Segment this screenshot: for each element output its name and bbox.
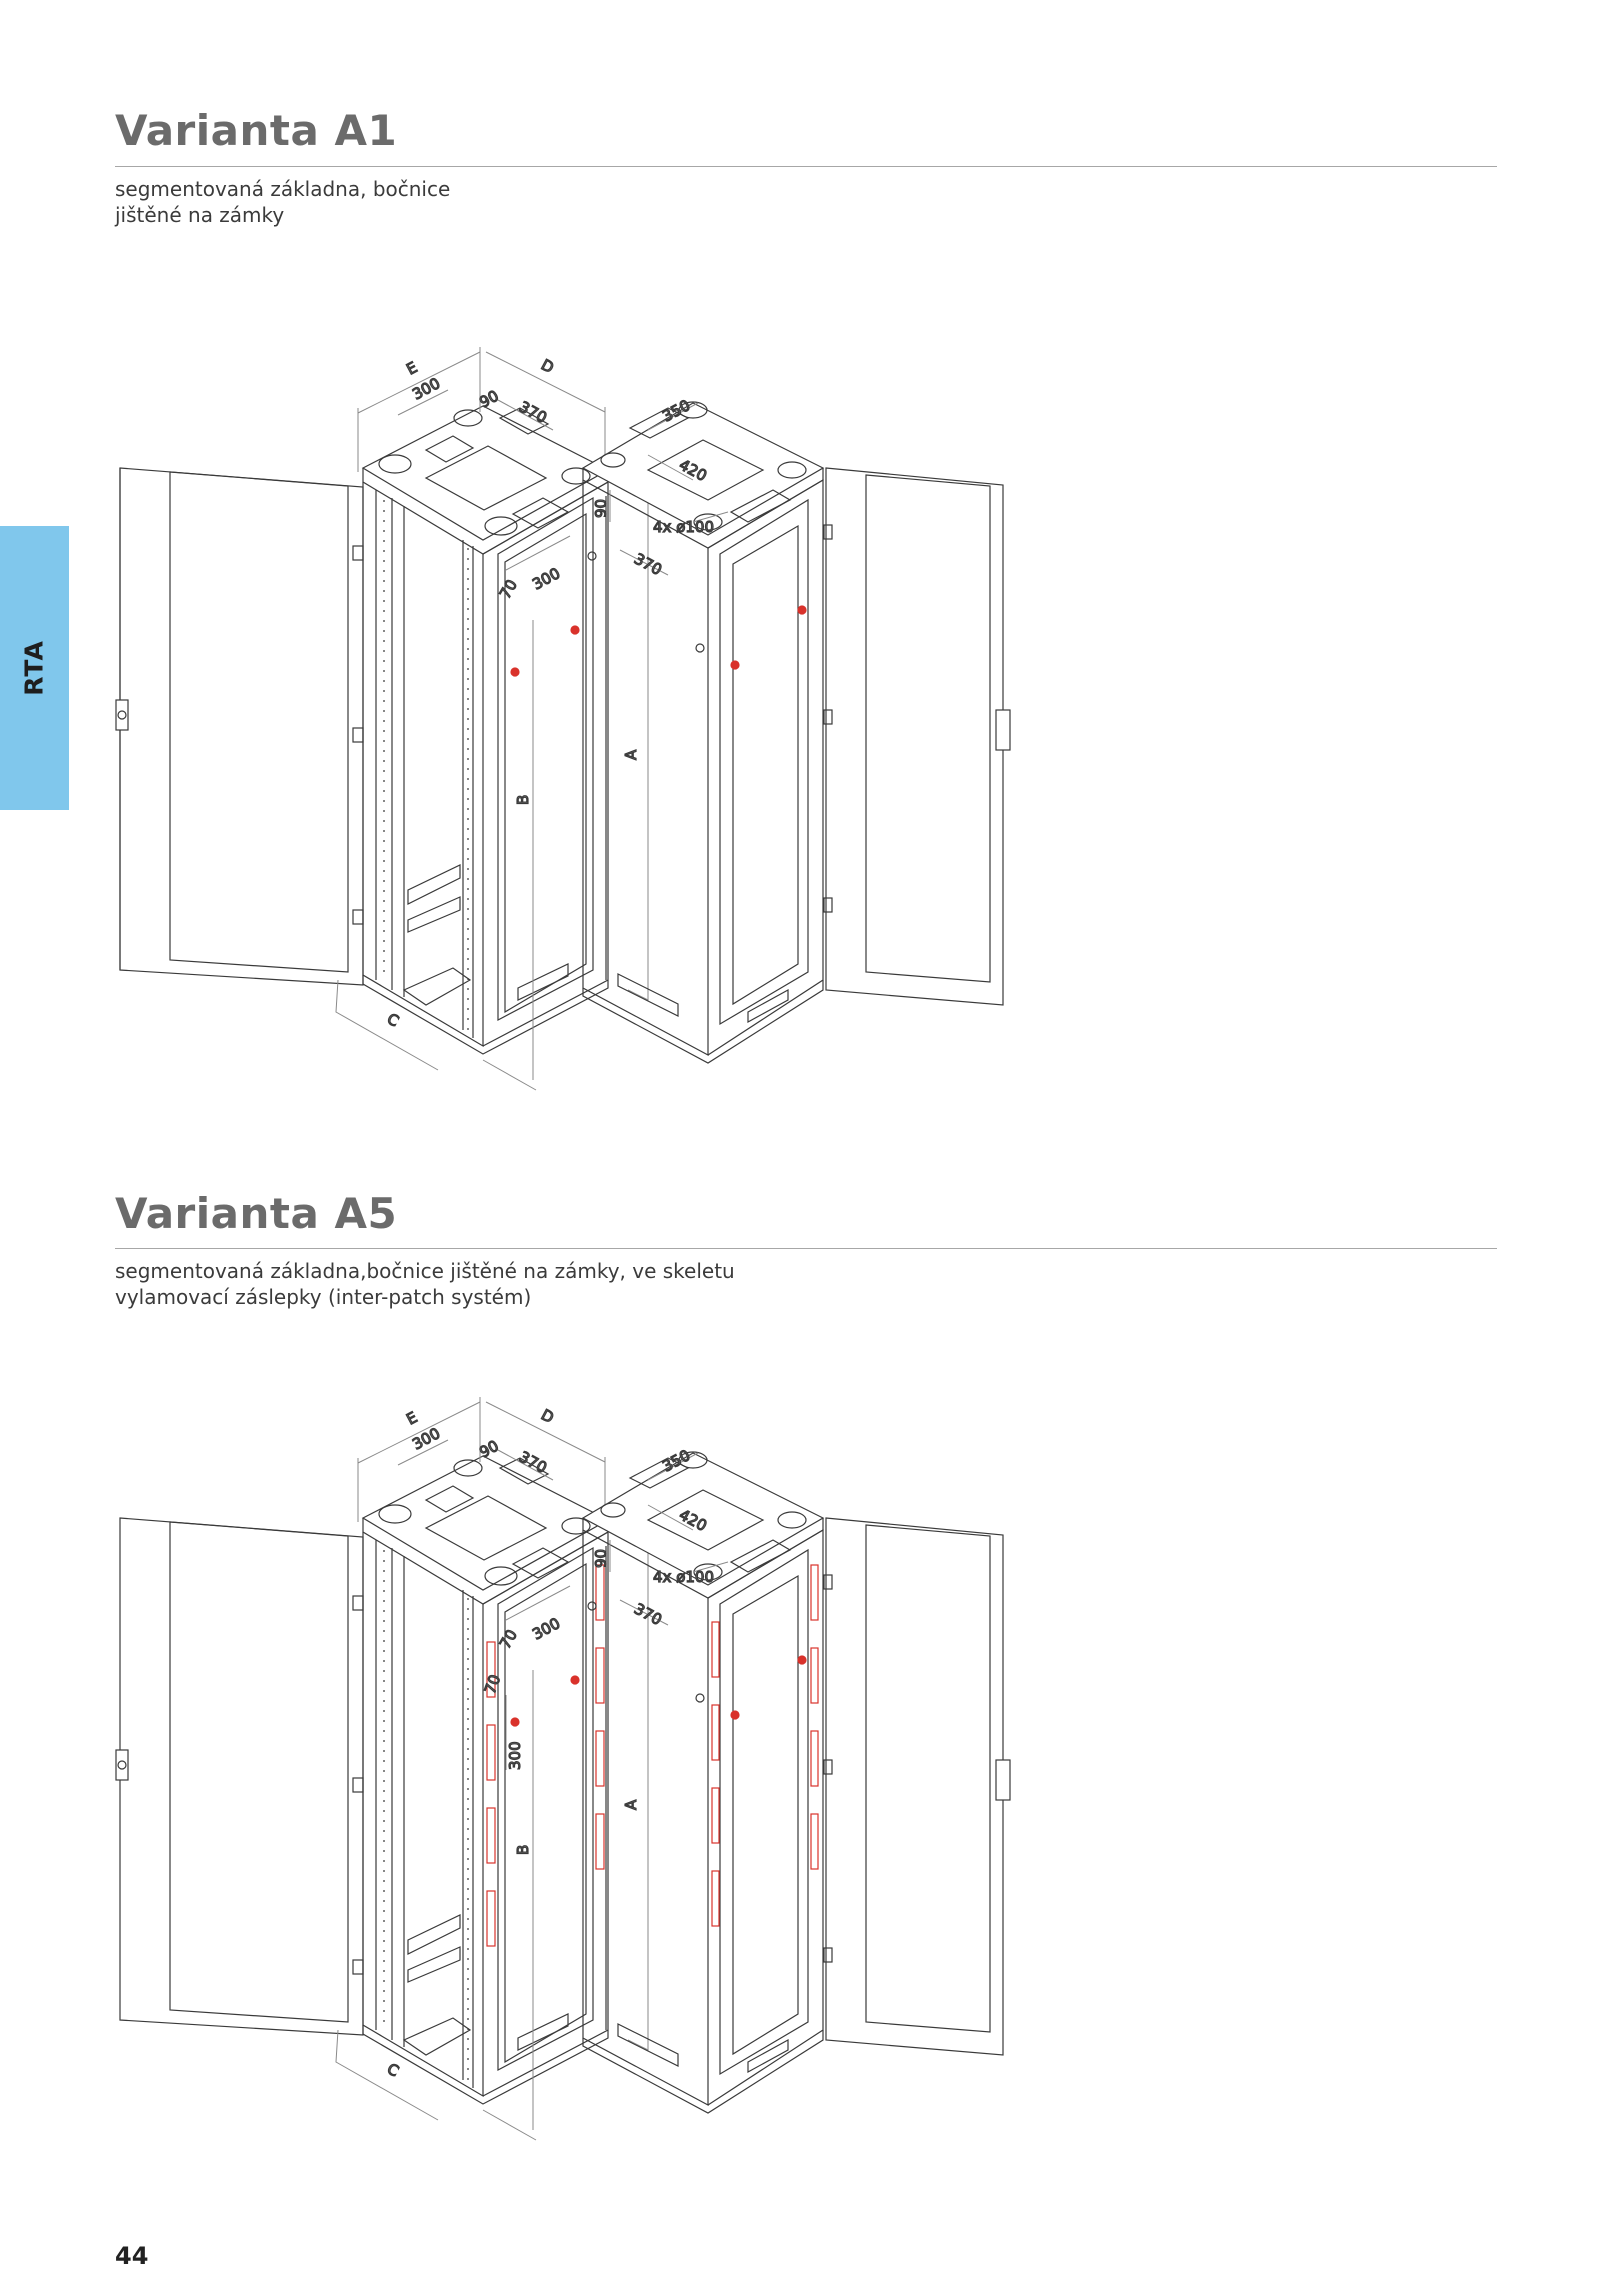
description-line: vylamovací záslepky (inter-patch systém) <box>115 1285 532 1309</box>
open-door-left <box>115 1517 364 2036</box>
dim-label-70: 70 <box>496 576 521 602</box>
dim-label-e: E <box>403 358 420 378</box>
svg-text:C: C <box>384 2060 402 2081</box>
knockout-blanks-a5-rear <box>711 1564 819 1927</box>
dimension-lines-a1-rear <box>609 402 729 576</box>
svg-text:90: 90 <box>592 499 610 518</box>
page-number: 44 <box>115 2242 149 2270</box>
svg-text:4x ø100: 4x ø100 <box>653 518 714 536</box>
svg-text:D: D <box>538 1406 557 1427</box>
rack-drawing-a1: E D 300 90 370 70 300 A B C <box>108 300 1518 1130</box>
section-divider-a5 <box>115 1248 1497 1249</box>
dimension-lines-a5-rear <box>609 1452 729 1626</box>
svg-text:300: 300 <box>409 1424 443 1453</box>
section-description-a1: segmentovaná základna, bočnice jištěné n… <box>115 176 450 228</box>
dim-label-b: B <box>514 795 532 805</box>
knockout-blanks-a5 <box>486 1564 605 1947</box>
dim-label-300: 300 <box>409 374 443 403</box>
section-title-a5: Varianta A5 <box>115 1189 398 1238</box>
svg-text:B: B <box>514 1845 532 1855</box>
rack-drawing-a5: E D 300 90 370 70 300 A B C 70 300 <box>108 1350 1518 2180</box>
svg-text:70: 70 <box>496 1626 521 1652</box>
open-door-left <box>115 467 364 986</box>
svg-text:A: A <box>622 1799 640 1810</box>
svg-text:90: 90 <box>592 1549 610 1568</box>
description-line: segmentovaná základna,bočnice jištěné na… <box>115 1259 735 1283</box>
cabinet-body-a5 <box>361 1455 610 2105</box>
svg-text:70: 70 <box>481 1672 504 1696</box>
section-title-a1: Varianta A1 <box>115 106 398 155</box>
svg-text:E: E <box>403 1408 420 1428</box>
dim-label-d: D <box>538 356 557 377</box>
dim-label-a: A <box>622 749 640 760</box>
open-door-right <box>823 467 1011 1006</box>
dimension-labels-a1-rear: 350 420 90 4x ø100 370 <box>591 396 714 580</box>
svg-text:300: 300 <box>506 1741 524 1770</box>
cabinet-rear-a5 <box>581 1451 825 2114</box>
section-description-a5: segmentovaná základna,bočnice jištěné na… <box>115 1258 735 1310</box>
dim-label-c: C <box>384 1010 402 1031</box>
cabinet-rear-a1 <box>581 401 825 1064</box>
section-divider-a1 <box>115 166 1497 167</box>
svg-text:4x ø100: 4x ø100 <box>653 1568 714 1586</box>
open-door-right <box>823 1517 1011 2056</box>
side-tab-label: RTA <box>19 640 49 696</box>
description-line: jištěné na zámky <box>115 203 285 227</box>
side-tab-rta: RTA <box>0 526 69 810</box>
description-line: segmentovaná základna, bočnice <box>115 177 451 201</box>
dim-label-300b: 300 <box>529 564 563 593</box>
svg-text:300: 300 <box>529 1614 563 1643</box>
cabinet-body-a1 <box>361 405 610 1055</box>
